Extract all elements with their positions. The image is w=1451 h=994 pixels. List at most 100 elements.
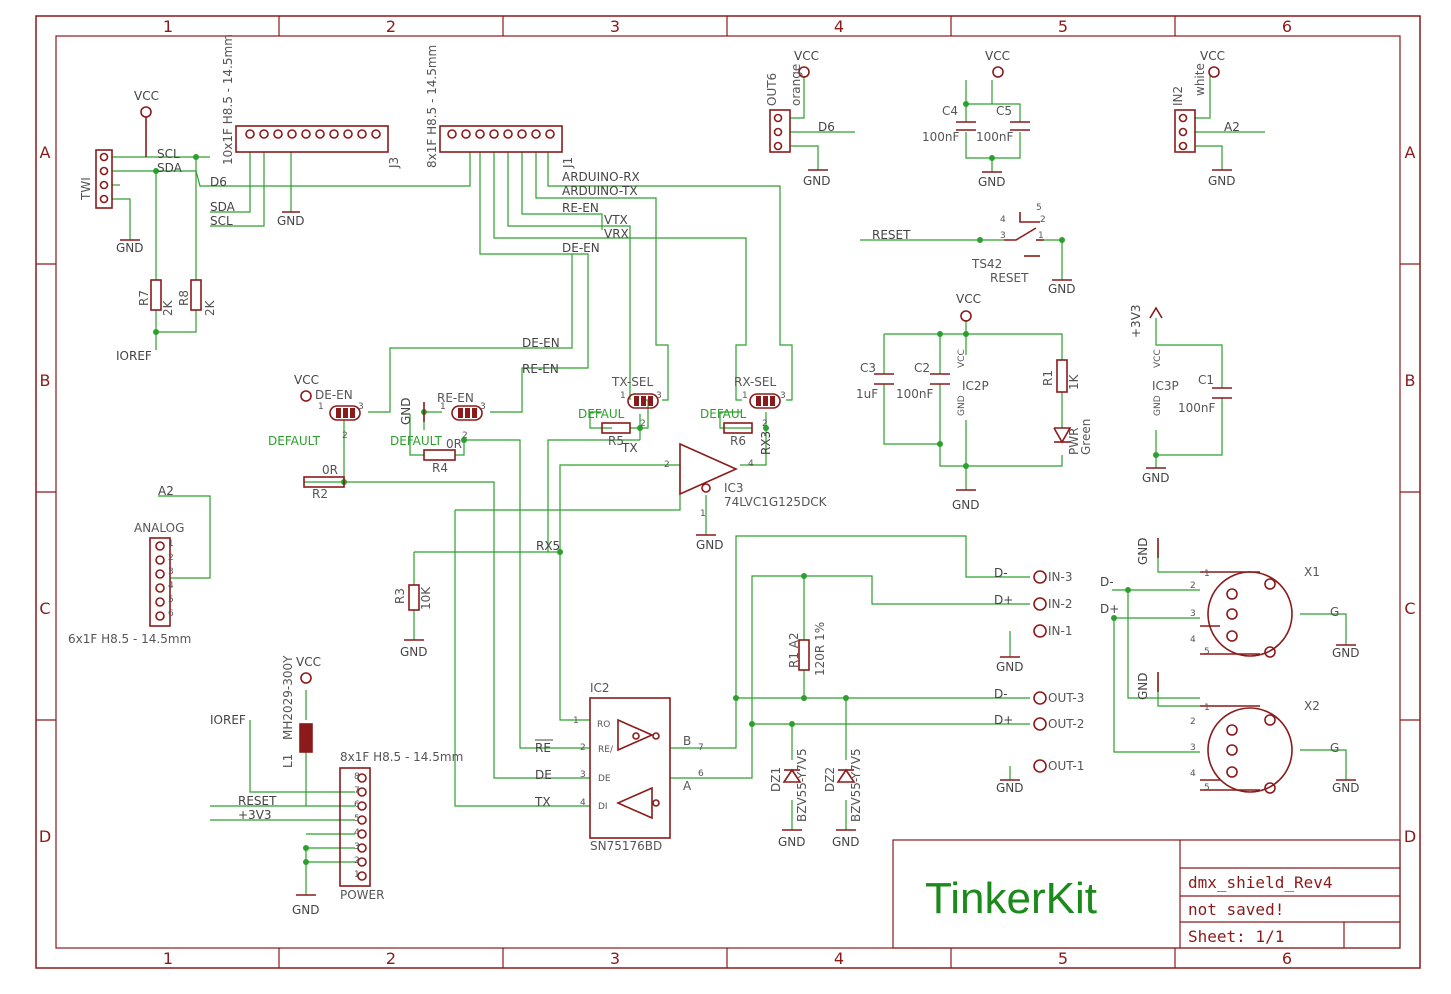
svg-text:1: 1	[318, 402, 324, 412]
sheet-number: Sheet: 1/1	[1188, 927, 1284, 946]
net-label: SCL	[210, 214, 233, 228]
part-name: TWI	[79, 177, 93, 201]
net-label: D+	[994, 713, 1013, 727]
row-label: B	[40, 371, 51, 390]
net-label: ARDUINO-TX	[562, 184, 638, 198]
col-label: 4	[834, 949, 844, 968]
part-value: 2K	[203, 299, 217, 316]
svg-text:1: 1	[700, 509, 706, 519]
svg-text:1: 1	[1204, 569, 1210, 579]
col-label: 2	[386, 17, 396, 36]
row-label: D	[1404, 827, 1416, 846]
part-name: TX-SEL	[611, 375, 653, 389]
part-name: C3	[860, 361, 876, 375]
svg-text:6: 6	[168, 609, 174, 619]
svg-text:4: 4	[1000, 215, 1006, 225]
net-label: GND	[1332, 646, 1360, 660]
part-desc: 8x1F H8.5 - 14.5mm	[340, 750, 463, 764]
col-label: 2	[386, 949, 396, 968]
svg-text:6: 6	[698, 769, 704, 779]
part-value: 100nF	[896, 387, 934, 401]
drawing-frame: 1 2 3 4 5 6 1 2 3 4 5 6 A B C D A B C D	[35, 15, 1421, 969]
net-label: +3V3	[1129, 304, 1143, 338]
net-label: RESET	[872, 228, 911, 242]
part-value: SN75176BD	[590, 839, 662, 853]
part-name: IC2	[590, 681, 610, 695]
part-name: J3	[387, 157, 401, 169]
net-label: +3V3	[238, 808, 272, 822]
terminal: OUT-1	[1048, 759, 1084, 773]
net-label: RX3	[759, 431, 773, 455]
net-label: GND	[778, 835, 806, 849]
part-value: RESET	[990, 271, 1029, 285]
net-label: SCL	[157, 147, 180, 161]
svg-text:3: 3	[1000, 231, 1006, 241]
svg-text:5: 5	[1036, 203, 1042, 213]
ic-pin: GND	[1153, 395, 1163, 416]
junctions	[153, 101, 1159, 865]
net-label: RE-EN	[522, 362, 559, 376]
net-label: VRX	[604, 227, 629, 241]
svg-text:2: 2	[762, 419, 768, 429]
svg-text:5: 5	[1204, 783, 1210, 793]
net-label: VCC	[985, 49, 1010, 63]
col-label: 6	[1282, 949, 1292, 968]
net-label: GND	[292, 903, 320, 917]
ic-pin: B	[683, 734, 691, 748]
row-label: C	[1404, 599, 1415, 618]
net-label: GND	[1048, 282, 1076, 296]
svg-text:1: 1	[742, 391, 748, 401]
terminal: OUT-2	[1048, 717, 1084, 731]
svg-text:2: 2	[168, 553, 174, 563]
part-name: R5	[608, 434, 624, 448]
svg-text:1: 1	[620, 391, 626, 401]
part-name: IC3P	[1152, 379, 1179, 393]
brand-title: TinkerKit	[925, 874, 1097, 923]
net-label: D-	[994, 687, 1008, 701]
part-desc: 6x1F H8.5 - 14.5mm	[68, 632, 191, 646]
net-label: IOREF	[116, 349, 152, 363]
part-value: 100nF	[922, 130, 960, 144]
part-name: DZ2	[823, 767, 837, 792]
svg-text:8: 8	[354, 772, 360, 782]
part-value: 1uF	[856, 387, 878, 401]
jumper-pads	[336, 396, 775, 418]
net-label: VCC	[296, 655, 321, 669]
svg-text:3: 3	[1190, 609, 1196, 619]
net-label: RE	[535, 741, 551, 755]
ic-pin: VCC	[957, 349, 967, 368]
part-value: 0R	[322, 463, 338, 477]
pin-g: G	[1330, 605, 1339, 619]
net-label: GND	[1332, 781, 1360, 795]
svg-text:3: 3	[168, 567, 174, 577]
svg-text:2: 2	[1190, 581, 1196, 591]
col-label: 4	[834, 17, 844, 36]
ic-pin: RO	[597, 720, 610, 730]
svg-text:1: 1	[1038, 231, 1044, 241]
svg-text:3: 3	[656, 391, 662, 401]
net-label: GND	[400, 645, 428, 659]
net-label: D6	[818, 120, 835, 134]
pin-g: G	[1330, 741, 1339, 755]
net-label: GND	[1136, 672, 1150, 700]
net-label: VCC	[956, 292, 981, 306]
net-label: GND	[996, 660, 1024, 674]
svg-text:3: 3	[580, 770, 586, 780]
svg-text:5: 5	[168, 595, 174, 605]
col-label: 1	[163, 17, 173, 36]
part-name: TS42	[971, 257, 1002, 271]
part-name: IC2P	[962, 379, 989, 393]
col-label: 5	[1058, 17, 1068, 36]
part-name: R6	[730, 434, 746, 448]
svg-text:1: 1	[573, 716, 579, 726]
part-value: 1K	[1067, 373, 1081, 390]
part-name: R4	[432, 461, 448, 475]
part-name: IN2	[1171, 86, 1185, 106]
svg-text:3: 3	[1190, 743, 1196, 753]
part-name: R7	[137, 290, 151, 306]
net-label: GND	[978, 175, 1006, 189]
col-label: 6	[1282, 17, 1292, 36]
svg-text:1: 1	[354, 870, 360, 880]
jumper-default: DEFAUL	[578, 407, 625, 421]
svg-text:2: 2	[580, 743, 586, 753]
